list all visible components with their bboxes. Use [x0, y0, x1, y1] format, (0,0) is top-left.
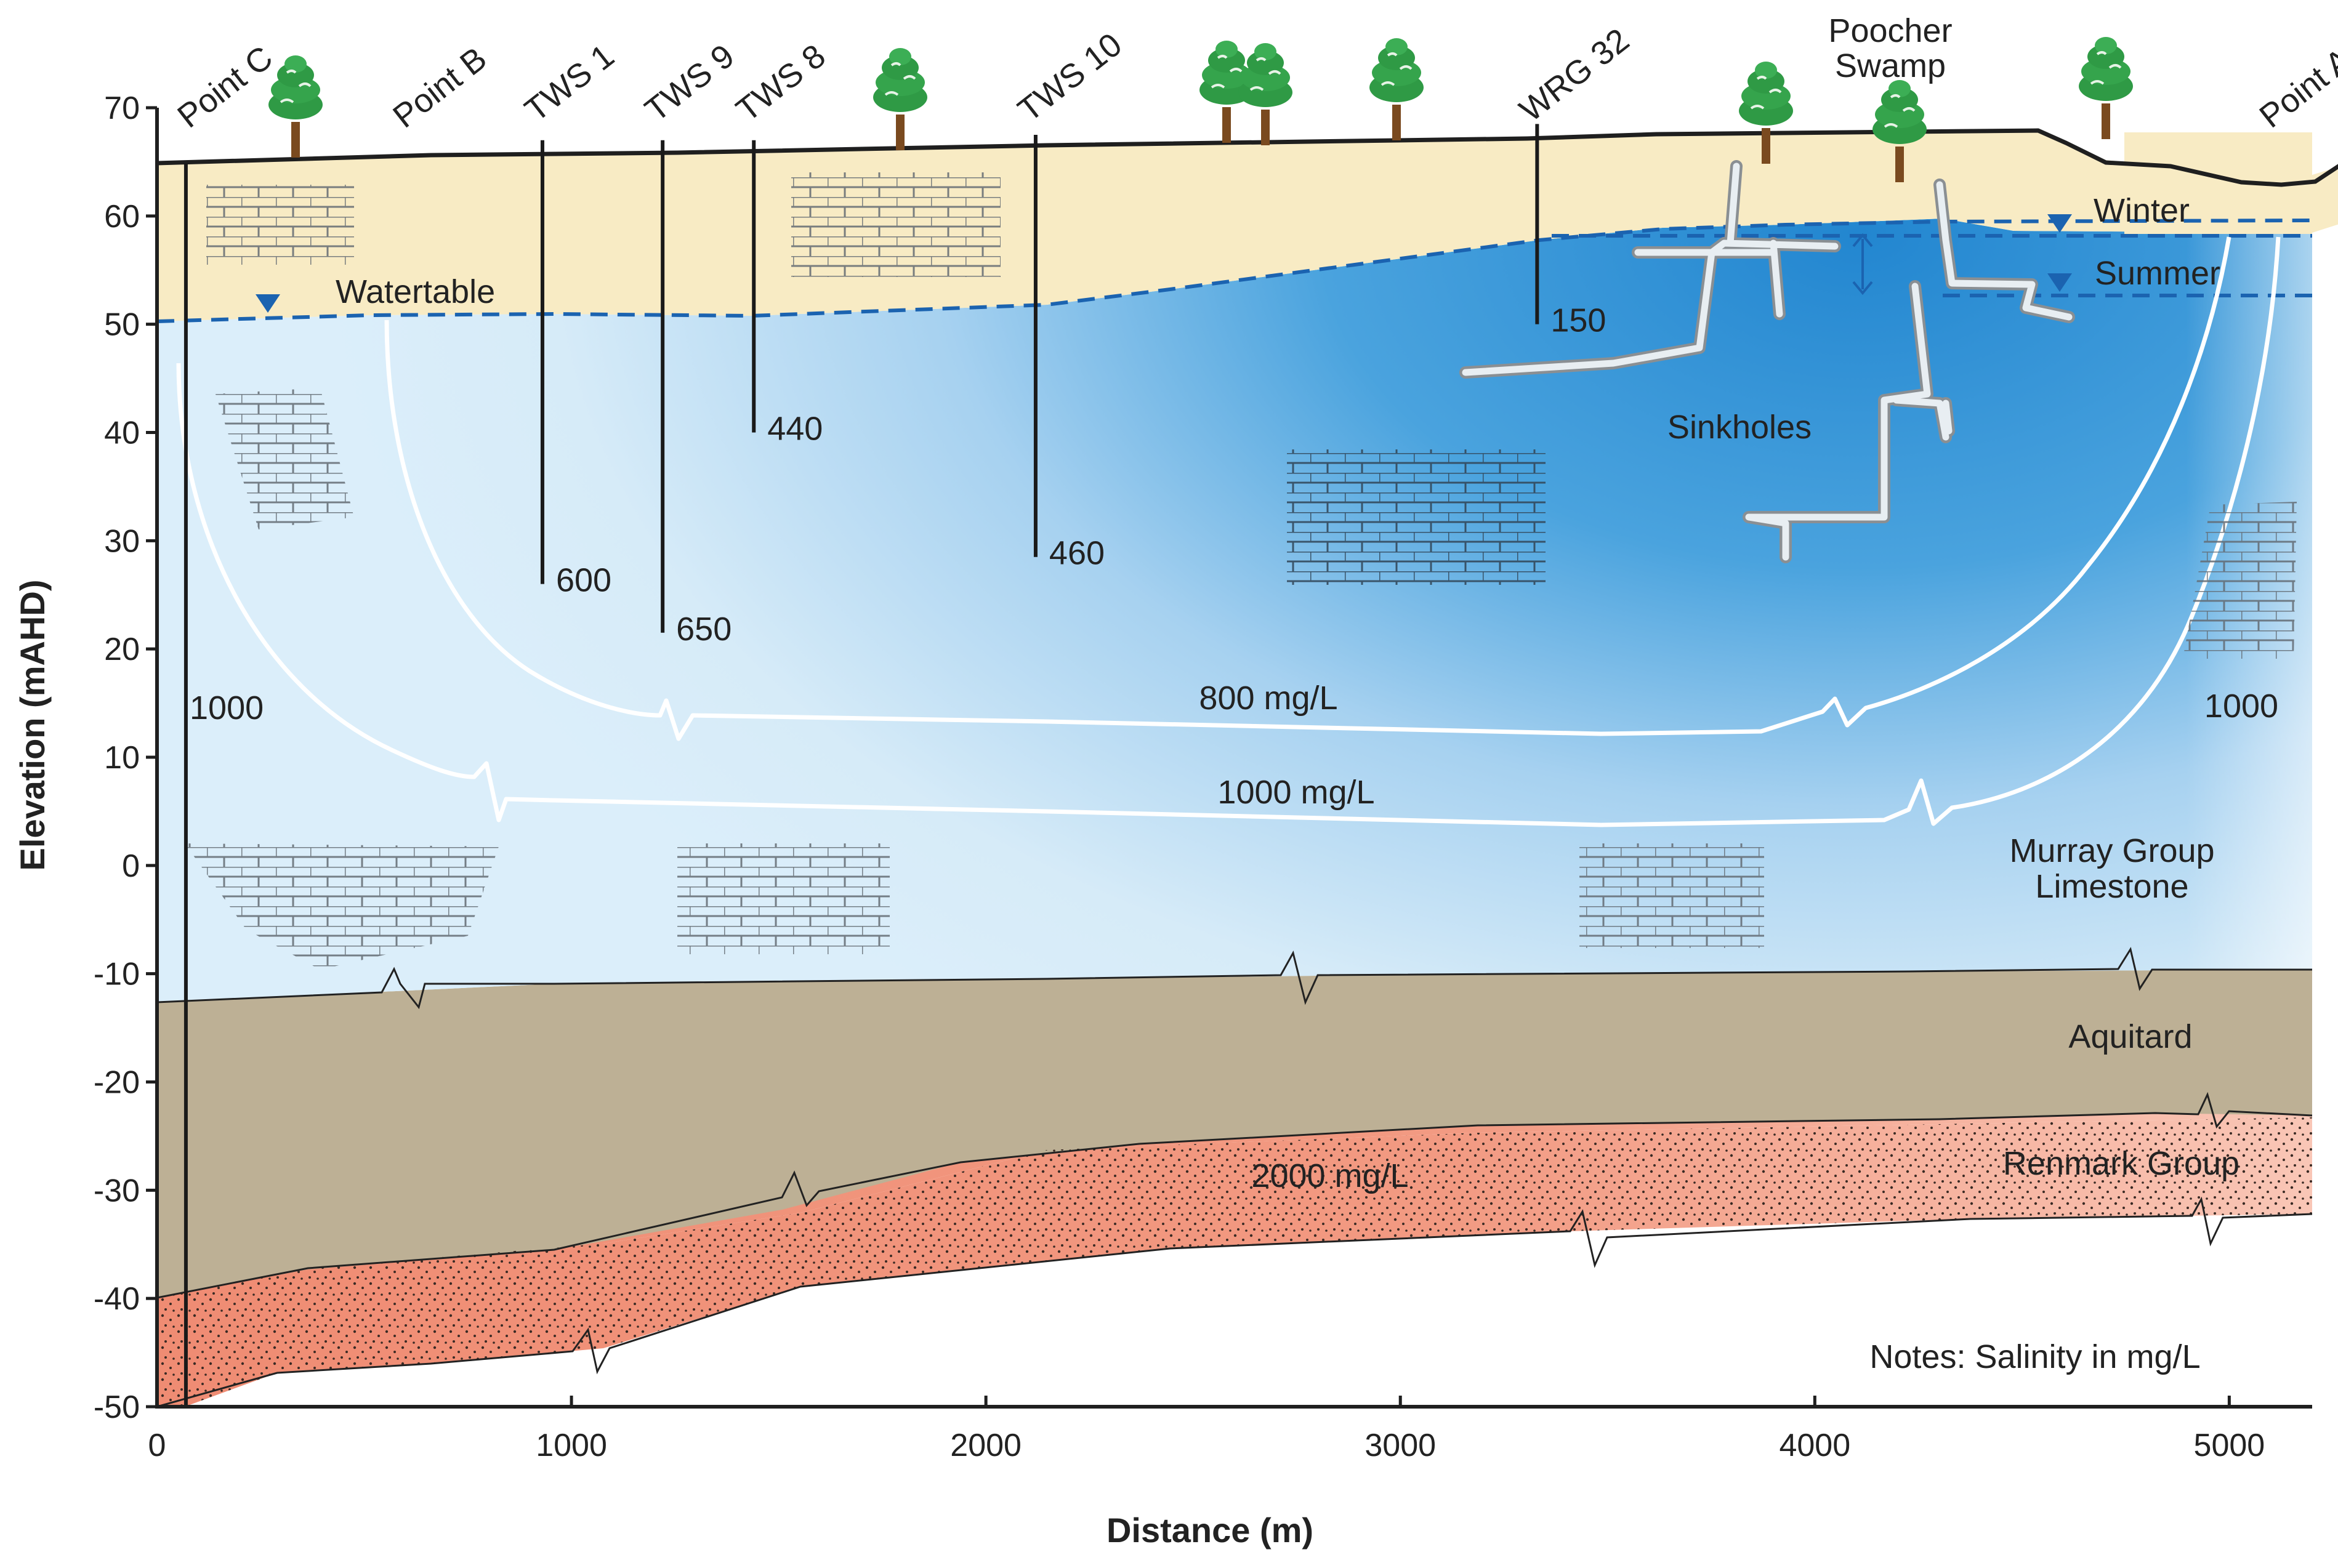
murray-group-limestone-aquifer: [157, 219, 2312, 1002]
y-tick-label: 50: [104, 307, 140, 343]
contour-800-label: 800 mg/L: [1199, 680, 1337, 717]
point-label: Point C: [171, 39, 279, 135]
swamp-label-line2: Swamp: [1835, 47, 1946, 84]
bore-label: WRG 32: [1513, 22, 1636, 129]
bore-salinity-label: 150: [1550, 302, 1606, 339]
bore-salinity-label: 440: [767, 411, 823, 448]
y-tick-label: 70: [104, 90, 140, 126]
y-tick-label: -50: [94, 1389, 140, 1425]
murray-label-line2: Limestone: [2035, 868, 2188, 905]
bore-label: TWS 9: [639, 38, 741, 129]
y-tick-label: 40: [104, 416, 140, 451]
bore-salinity-label: 650: [676, 611, 732, 648]
x-tick-label: 4000: [1779, 1428, 1850, 1463]
contour-1000: [176, 236, 2281, 827]
aquitard-renmark-boundary: [156, 1092, 2313, 1299]
aquitard-label: Aquitard: [2068, 1018, 2192, 1055]
contour-800: [384, 236, 2231, 741]
x-tick-label: 5000: [2194, 1428, 2265, 1463]
y-tick-label: 0: [122, 848, 140, 884]
renmark-base-boundary: [156, 1196, 2313, 1408]
winter-label: Winter: [2094, 192, 2190, 229]
x-axis-title: Distance (m): [1107, 1511, 1313, 1550]
y-tick-label: 60: [104, 199, 140, 235]
bore-label: TWS 8: [730, 38, 832, 129]
point-label: Point A: [2253, 41, 2338, 135]
aquitard-layer: [157, 970, 2312, 1298]
watertable-line: [156, 219, 2313, 323]
point-label: Point B: [386, 40, 493, 135]
y-tick-label: -40: [94, 1281, 140, 1317]
winter-marker: [2047, 214, 2072, 233]
sinkholes-label: Sinkholes: [1667, 409, 1812, 446]
note-label: Notes: Salinity in mg/L: [1869, 1338, 2200, 1375]
y-tick-label: -10: [94, 957, 140, 992]
y-tick-label: 20: [104, 632, 140, 667]
sinkhole-network: [1459, 160, 2075, 563]
bore-salinity-label: 460: [1049, 535, 1105, 572]
bore-salinity-label: 600: [556, 562, 611, 599]
swamp-label-line1: Poocher: [1828, 12, 1952, 49]
y-tick-label: -30: [94, 1173, 140, 1208]
renmark-label: Renmark Group: [2003, 1145, 2239, 1182]
x-tick-label: 2000: [950, 1428, 1022, 1463]
murray-aquitard-boundary: [156, 947, 2312, 1010]
watertable-marker: [256, 294, 280, 313]
unsaturated-zone: [157, 129, 2338, 321]
y-tick-label: 10: [104, 740, 140, 776]
murray-label-line1: Murray Group: [2009, 832, 2214, 869]
bore-label: TWS 10: [1011, 26, 1129, 129]
x-tick-label: 1000: [536, 1428, 607, 1463]
right-edge-salinity: 1000: [2204, 688, 2278, 725]
x-tick-label: 0: [148, 1428, 166, 1463]
watertable-label: Watertable: [336, 273, 495, 310]
y-tick-label: -20: [94, 1065, 140, 1101]
bore-label: TWS 1: [518, 38, 621, 129]
renmark-salinity-label: 2000 mg/L: [1251, 1157, 1408, 1194]
y-tick-label: 30: [104, 523, 140, 559]
summer-label: Summer: [2095, 255, 2220, 292]
ground-surface: [156, 128, 2338, 187]
y-axis-title: Elevation (mAHD): [13, 580, 52, 871]
contour-1000-label: 1000 mg/L: [1217, 774, 1374, 811]
summer-marker: [2047, 273, 2072, 292]
left-edge-salinity: 1000: [190, 690, 264, 726]
limestone-hatch: [185, 172, 2297, 970]
x-tick-label: 3000: [1365, 1428, 1436, 1463]
